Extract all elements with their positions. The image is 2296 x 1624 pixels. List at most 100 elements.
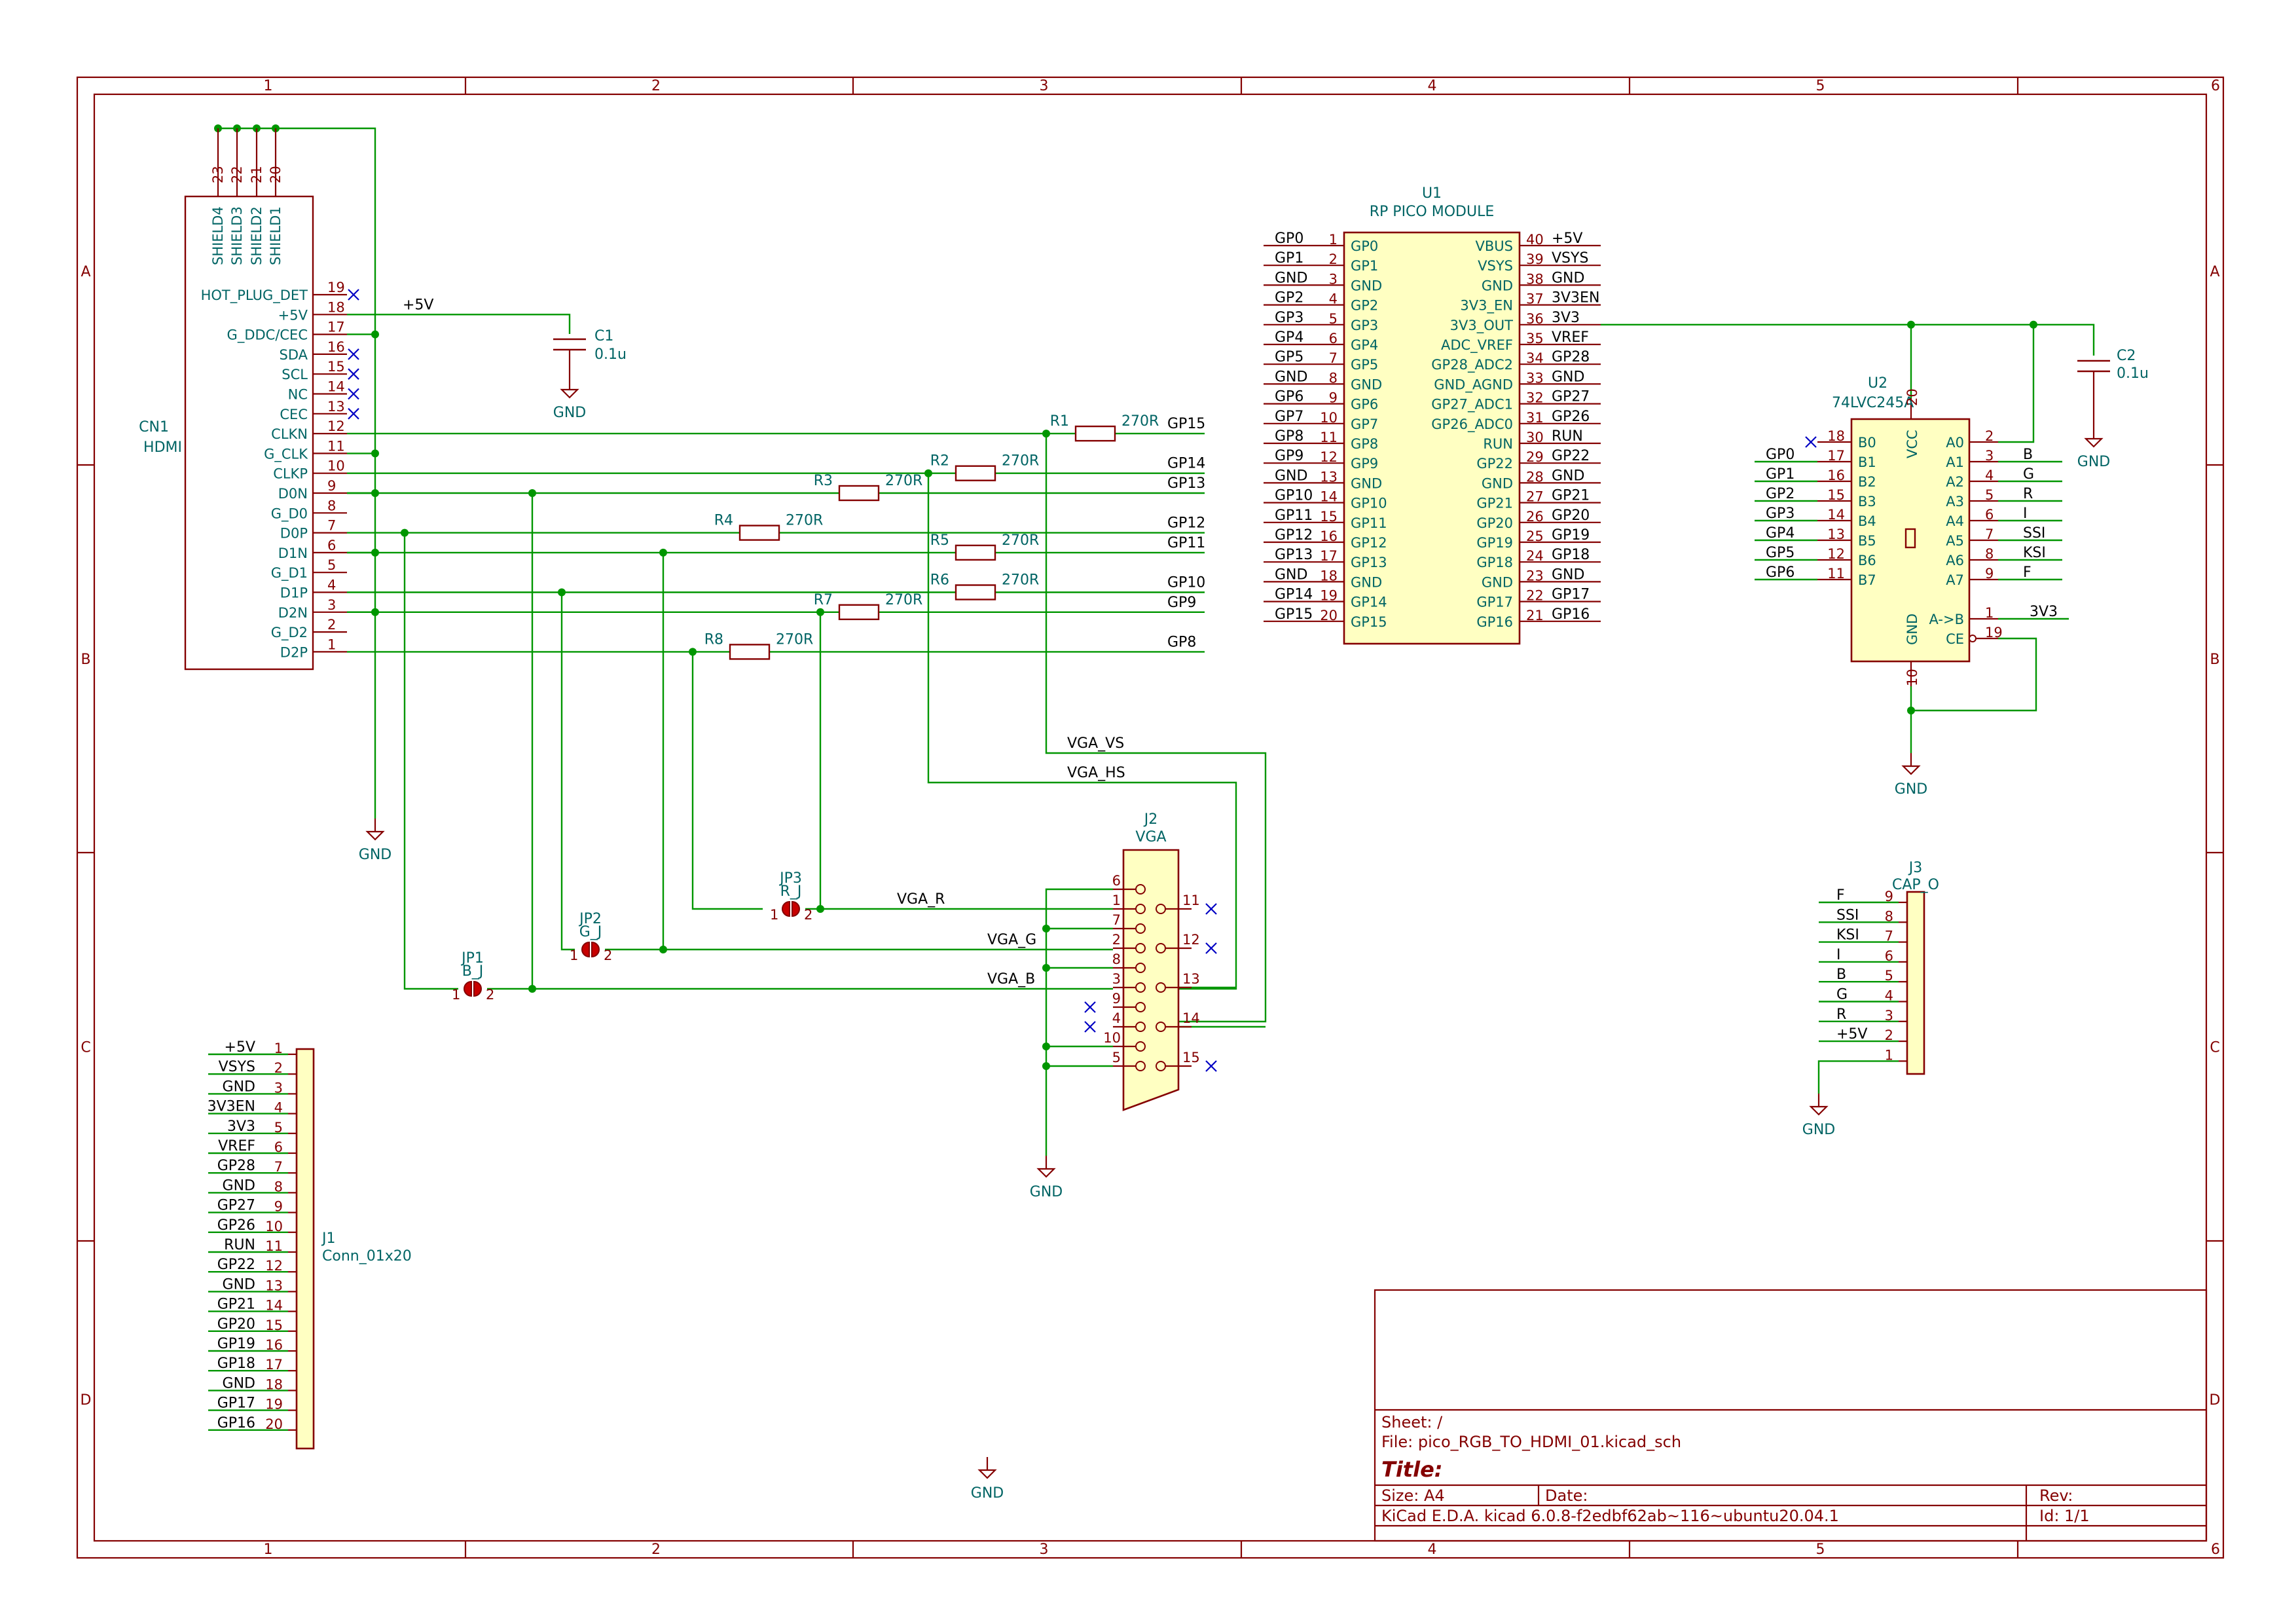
j3-net-label: I xyxy=(1836,947,1841,963)
pico-pin-name: GP21 xyxy=(1476,496,1513,511)
vga-g-label: VGA_G xyxy=(987,932,1036,948)
vga-pin-number: 14 xyxy=(1182,1010,1200,1026)
jumper-ref: JP2 xyxy=(578,911,602,927)
pico-net-label: VSYS xyxy=(1552,250,1588,267)
resistor-body xyxy=(955,584,996,600)
vga-pin-number: 3 xyxy=(1112,971,1121,987)
vga-pin-contact xyxy=(1135,943,1146,953)
pico-net-label: GP14 xyxy=(1275,587,1313,603)
u2-a0-wire xyxy=(1998,324,2035,443)
pico-net-label: GND xyxy=(1552,566,1584,583)
pico-pin-number: 38 xyxy=(1526,271,1544,287)
frame-row-label: D xyxy=(81,1392,92,1409)
j1-net-label: RUN xyxy=(224,1237,255,1253)
u2-net-label: GP4 xyxy=(1766,525,1795,542)
pico-pin-name: GP7 xyxy=(1351,416,1378,432)
u2-ce-wire xyxy=(1911,637,2037,712)
junction-dot xyxy=(1042,1062,1050,1070)
pico-net-label: GP17 xyxy=(1552,587,1590,603)
title-block-date: Date: xyxy=(1545,1486,1588,1505)
u2-net-label: SSI xyxy=(2023,525,2045,542)
resistor-ref: R3 xyxy=(814,473,833,489)
j3-pin-number: 9 xyxy=(1885,889,1893,904)
vga-pin-number: 8 xyxy=(1112,951,1121,967)
drawing-frame xyxy=(76,76,2225,1559)
no-connect-marker xyxy=(1084,1021,1096,1033)
vga-pin-number: 10 xyxy=(1103,1030,1121,1046)
j1-pin-number: 8 xyxy=(274,1179,283,1194)
pico-net-label: 3V3EN xyxy=(1552,290,1599,306)
u2-pin-number: 9 xyxy=(1985,566,1994,581)
u2-pin-name: B0 xyxy=(1858,435,1876,451)
gp-net-label: GP10 xyxy=(1167,575,1205,591)
vga-pin-number: 13 xyxy=(1182,971,1200,987)
hdmi-pin-name: NC xyxy=(288,387,308,403)
pico-pin-name: GP22 xyxy=(1476,456,1513,471)
u2-net-label: GP5 xyxy=(1766,545,1795,561)
c2-value: 0.1u xyxy=(2117,365,2149,382)
buffer-ic-body xyxy=(1850,418,1971,663)
no-connect-marker xyxy=(348,388,359,400)
j3-value: CAP_O xyxy=(1892,877,1939,893)
jumper-value: B_J xyxy=(462,963,484,980)
hdmi-top-pin-number: 22 xyxy=(229,166,245,183)
u2-value: 74LVC245A xyxy=(1832,395,1914,411)
u2-vcc-pin-number: 20 xyxy=(1904,388,1920,406)
frame-col-label: 6 xyxy=(2211,1541,2220,1558)
vga-b-tap xyxy=(403,532,458,990)
hdmi-pin-name: G_D2 xyxy=(271,625,308,641)
frame-row-label: A xyxy=(81,264,90,280)
vga-pin-contact xyxy=(1135,1061,1146,1071)
pico-pin-name: GP3 xyxy=(1351,318,1378,333)
pico-pin-number: 21 xyxy=(1526,608,1544,623)
pico-pin-name: ADC_VREF xyxy=(1441,337,1513,354)
hdmi-pin-name: D2N xyxy=(278,605,308,621)
pico-net-label: GP21 xyxy=(1552,488,1590,504)
pico-pin-name: GP5 xyxy=(1351,357,1378,373)
gnd-symbol xyxy=(1901,765,1921,775)
pico-pin-number: 39 xyxy=(1526,251,1544,267)
hdmi-pin-number: 12 xyxy=(327,418,345,434)
jumper-pad xyxy=(473,980,482,997)
vga-pin-number: 1 xyxy=(1112,893,1121,908)
j3-net-label: R xyxy=(1836,1006,1846,1023)
pico-pin-number: 20 xyxy=(1320,608,1338,623)
no-connect-marker xyxy=(1205,903,1217,915)
pico-net-label: GND xyxy=(1552,468,1584,484)
resistor-body xyxy=(729,644,771,660)
hdmi-pin-number: 2 xyxy=(327,617,336,633)
j3-pin-number: 1 xyxy=(1885,1047,1893,1063)
pico-pin-number: 26 xyxy=(1526,509,1544,525)
pico-pin-number: 15 xyxy=(1320,509,1338,525)
pico-pin-number: 16 xyxy=(1320,528,1338,544)
u2-pin-number: 14 xyxy=(1827,507,1845,523)
vga-pin-number: 9 xyxy=(1112,991,1121,1006)
wires xyxy=(208,124,2095,1431)
resistor-body xyxy=(1074,425,1116,442)
j1-pin-number: 7 xyxy=(274,1159,283,1175)
u2-net-label: R xyxy=(2023,486,2033,502)
title-block: Sheet: /File: pico_RGB_TO_HDMI_01.kicad_… xyxy=(1374,1289,2208,1542)
u2-ref: U2 xyxy=(1868,375,1887,392)
u2-pin-number: 3 xyxy=(1985,448,1994,464)
j1-pin-number: 12 xyxy=(265,1258,283,1274)
junction-dot xyxy=(1907,707,1915,714)
no-connect-marker xyxy=(348,368,359,380)
u2-pin-number: 5 xyxy=(1985,487,1994,503)
j1-value: Conn_01x20 xyxy=(322,1248,412,1264)
resistor-value: 270R xyxy=(885,473,922,489)
hdmi-pin-name: D0N xyxy=(278,486,308,502)
hdmi-pin-name: G_D1 xyxy=(271,565,308,581)
u2-gnd-pin-number: 10 xyxy=(1904,669,1920,686)
shield-gnd-wire xyxy=(218,127,376,819)
vga-pin-contact xyxy=(1135,884,1146,895)
j1-pin-number: 13 xyxy=(265,1278,283,1293)
pico-net-label: GP12 xyxy=(1275,527,1313,544)
frame-col-label: 4 xyxy=(1428,78,1437,94)
vga-pin-number: 12 xyxy=(1182,932,1200,948)
u2-ce-bubble xyxy=(1969,635,1977,642)
jumper-pin-number: 1 xyxy=(570,948,578,963)
title-block-title: Title: xyxy=(1381,1457,1443,1482)
j1-pin-number: 20 xyxy=(265,1416,283,1432)
pico-pin-number: 28 xyxy=(1526,469,1544,485)
